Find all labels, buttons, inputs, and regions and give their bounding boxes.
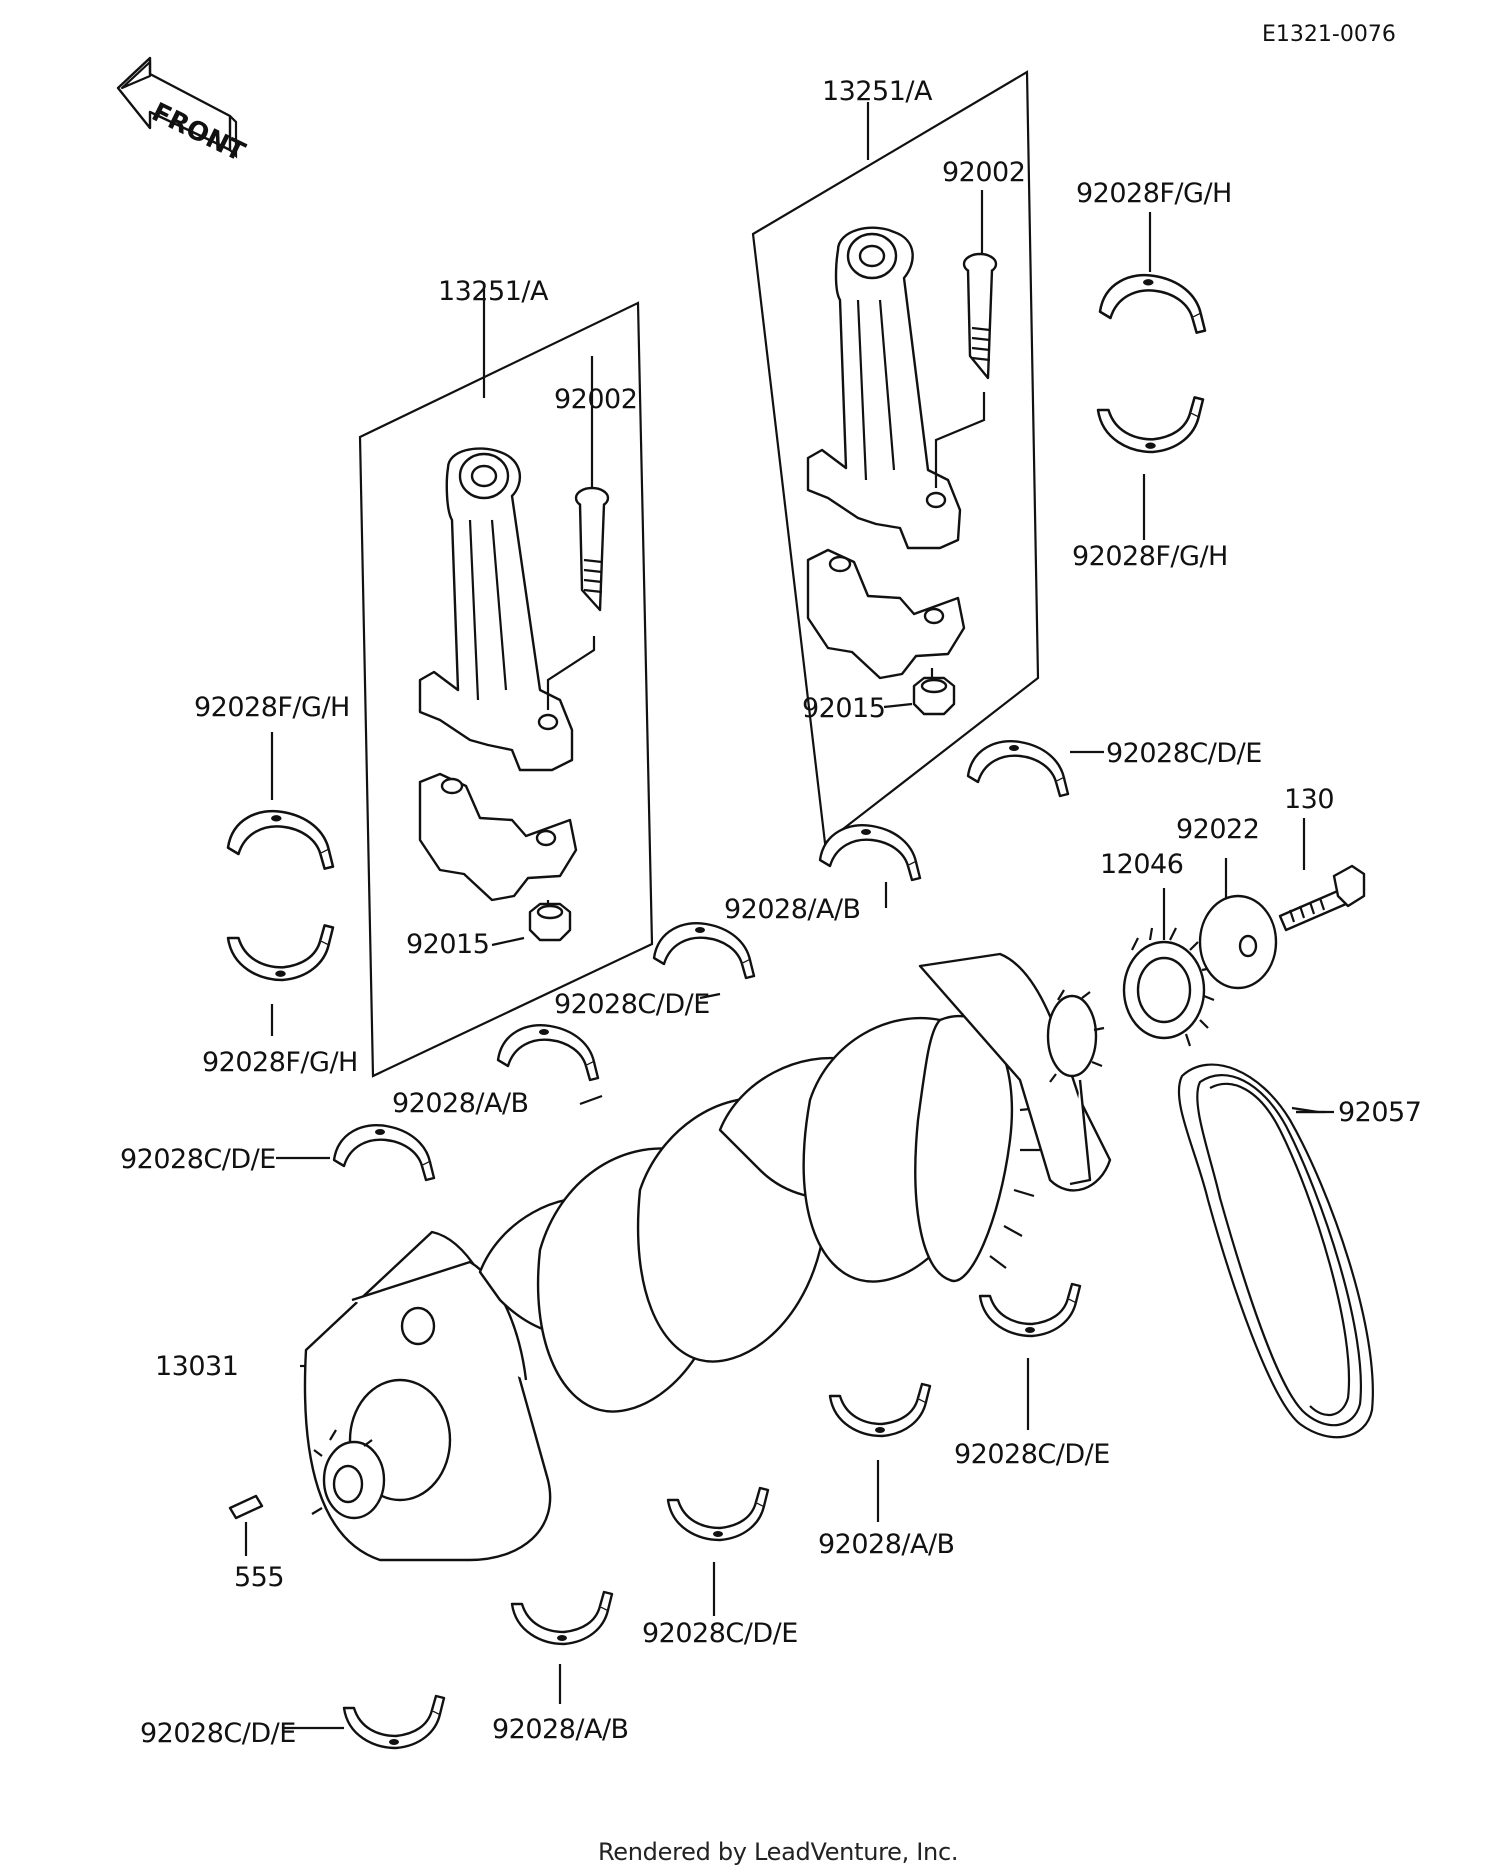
part-label-92028cde-5: 92028C/D/E [642, 1618, 798, 1649]
part-label-12046: 12046 [1100, 849, 1184, 880]
part-label-92057: 92057 [1338, 1097, 1422, 1128]
conrod-assembly-left [358, 283, 654, 1078]
bearing-shell [652, 921, 756, 980]
part-label-92028ab-2: 92028/A/B [392, 1088, 529, 1119]
part-label-92028cde-1: 92028C/D/E [1106, 738, 1262, 769]
diagram-reference-number: E1321-0076 [1262, 22, 1396, 47]
bearing-shell [978, 1282, 1082, 1338]
bearing-shell [966, 739, 1070, 798]
part-label-92028ab-1: 92028/A/B [724, 894, 861, 925]
bearing-shell [510, 1590, 614, 1646]
part-label-13251a-right: 13251/A [822, 76, 932, 107]
part-label-13251a-left: 13251/A [438, 276, 548, 307]
bearing-shell [496, 1023, 600, 1082]
part-label-92022: 92022 [1176, 814, 1260, 845]
footer-credit: Rendered by LeadVenture, Inc. [598, 1838, 959, 1866]
bearing-shell [332, 1123, 436, 1182]
sprocket [1122, 888, 1215, 1047]
part-label-92028fgh-1: 92028F/G/H [1076, 178, 1232, 209]
bearing-shell [818, 823, 922, 882]
part-label-92015-left: 92015 [406, 929, 490, 960]
washer [1198, 858, 1278, 990]
bearing-shell [342, 1694, 446, 1750]
bearing-shell [1096, 396, 1205, 454]
bearing-shell [226, 809, 335, 870]
part-label-92028cde-3: 92028C/D/E [120, 1144, 276, 1175]
part-label-92028fgh-2: 92028F/G/H [1072, 541, 1228, 572]
bearing-shell [828, 1382, 932, 1438]
conrod-assembly-right [751, 70, 1040, 846]
part-label-92028cde-2: 92028C/D/E [554, 989, 710, 1020]
part-label-92028cde-4: 92028C/D/E [954, 1439, 1110, 1470]
bearing-shell [226, 924, 335, 982]
part-label-92028ab-3: 92028/A/B [818, 1529, 955, 1560]
part-label-92028cde-6: 92028C/D/E [140, 1718, 296, 1749]
part-label-92002-left: 92002 [554, 384, 638, 415]
part-label-92028fgh-4: 92028F/G/H [202, 1047, 358, 1078]
bearing-shell [666, 1486, 770, 1542]
part-label-555: 555 [234, 1562, 285, 1593]
part-label-92028fgh-3: 92028F/G/H [194, 692, 350, 723]
part-label-92002-right: 92002 [942, 157, 1026, 188]
part-label-92028ab-4: 92028/A/B [492, 1714, 629, 1745]
part-label-92015-right: 92015 [802, 693, 886, 724]
bolt [1278, 818, 1366, 932]
part-label-13031: 13031 [155, 1351, 239, 1382]
part-label-130: 130 [1284, 784, 1335, 815]
crankshaft [228, 952, 1112, 1562]
front-arrow-icon: FRONT [116, 56, 250, 168]
bearing-shell [1098, 273, 1207, 334]
